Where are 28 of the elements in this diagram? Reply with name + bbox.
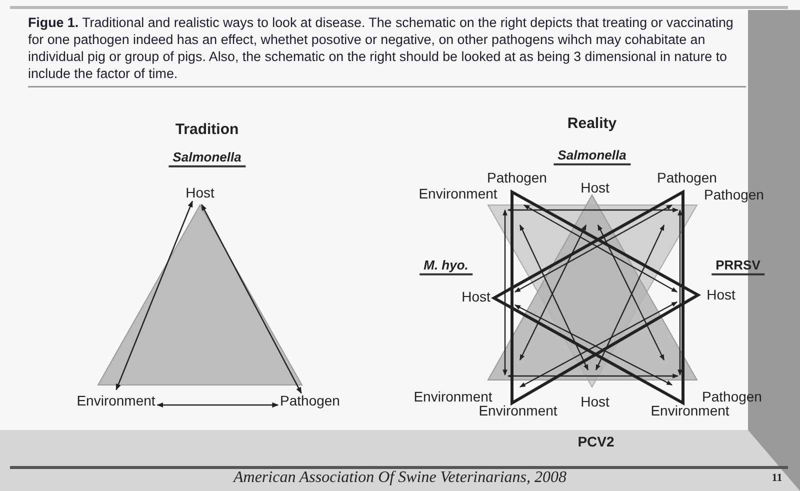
vertex-label: Host [706,287,736,303]
double-arrow [201,204,302,394]
vertex-label: Host [186,185,214,201]
vertex-label: Pathogen [702,389,762,405]
vertex-label: Host [580,180,610,196]
vertex-label: Pathogen [487,170,547,186]
page-number: 11 [772,472,782,484]
vertex-label: Environment [414,389,492,405]
figure-caption: Figue 1. Traditional and realistic ways to look at disease. The schematic on the right depicts that treating or vaccinating for one pathogen indeed has an effect, whethet posotive or negative, on other pathogens wihch may cohabitate an individual pig or group of pigs. Also, the schematic on the right should be looked at as being 3 dimensional in nature to include the factor of time. [28,14,734,82]
pathogen-name: Salmonella [168,150,246,168]
footer-text: American Association Of Swine Veterinarians, 2008 [234,469,566,487]
panel-heading: Tradition [175,122,239,138]
vertex-label: Pathogen [704,187,764,203]
vertex-label: Host [462,289,490,305]
vertex-label: Pathogen [280,393,340,409]
vertex-label: Environment [650,403,730,419]
pathogen-name: Salmonella [554,148,630,166]
pathogen-name: PCV2 [578,434,614,450]
vertex-label: Environment [418,186,498,202]
vertex-label: Environment [478,403,558,419]
vertex-label: Host [580,394,610,410]
vertex-label: Pathogen [657,170,717,186]
vertex-label: Environment [76,393,156,409]
pathogen-name: PRRSV [712,258,764,276]
double-arrow [156,402,279,408]
double-arrow [116,200,193,390]
panel-heading: Reality [567,116,617,132]
pathogen-name: M. hyo. [420,258,472,276]
